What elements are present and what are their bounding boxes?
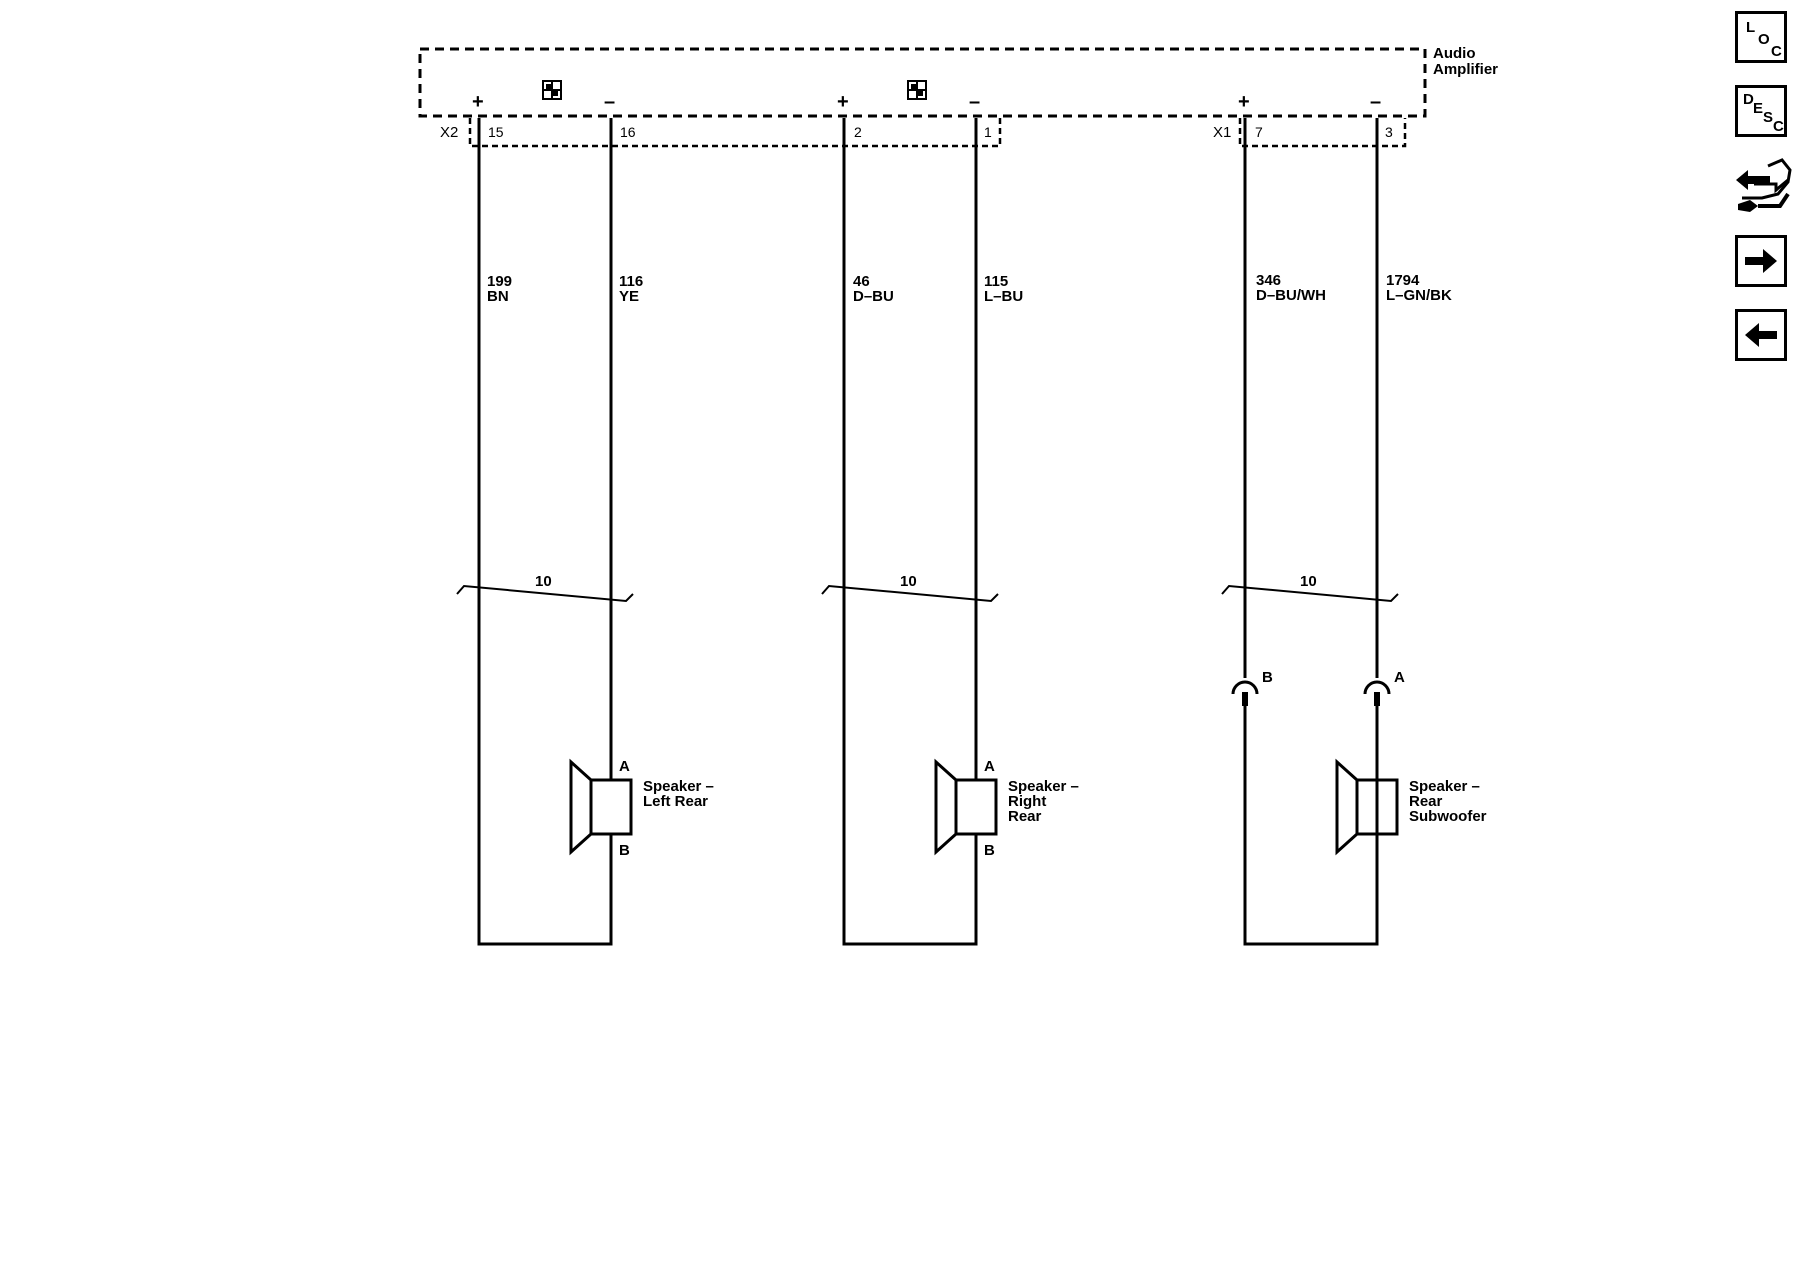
loc-letter: O bbox=[1758, 31, 1770, 48]
wiring-diagram: Audio Amplifier X2 X1 + – + – + – 15 16 … bbox=[418, 45, 1498, 946]
svg-text:Speaker –: Speaker – bbox=[1409, 778, 1480, 795]
speaker-left-rear: A B Speaker – Left Rear bbox=[569, 758, 714, 859]
polarity-plus: + bbox=[837, 91, 849, 113]
svg-text:Speaker –: Speaker – bbox=[643, 778, 714, 795]
circuit-number: 346 bbox=[1256, 272, 1281, 289]
svg-text:Rear: Rear bbox=[1409, 793, 1443, 810]
amplifier-output-icon bbox=[907, 80, 927, 100]
amplifier-name-line1: Audio bbox=[1433, 45, 1476, 62]
polarity-minus: – bbox=[604, 91, 615, 113]
loc-button[interactable]: L O C bbox=[1735, 11, 1787, 63]
back-button[interactable] bbox=[1735, 309, 1787, 361]
desc-letter: S bbox=[1763, 109, 1774, 126]
polarity-minus: – bbox=[969, 91, 980, 113]
svg-text:B: B bbox=[619, 842, 630, 859]
twisted-pair-mark: 10 bbox=[1221, 573, 1399, 603]
audio-amplifier-outline bbox=[418, 47, 1427, 118]
svg-text:10: 10 bbox=[1300, 573, 1317, 590]
circuit-number: 1794 bbox=[1386, 272, 1420, 289]
amplifier-output-icon bbox=[542, 80, 562, 100]
arrow-right-icon bbox=[1745, 249, 1777, 273]
inline-connector-b: B bbox=[1231, 669, 1273, 706]
twisted-pair-mark: 10 bbox=[821, 573, 999, 603]
wire-color: BN bbox=[487, 288, 509, 305]
svg-text:10: 10 bbox=[535, 573, 552, 590]
pin-number: 7 bbox=[1255, 124, 1263, 140]
circuit-number: 115 bbox=[984, 273, 1008, 290]
connector-exchange-button[interactable] bbox=[1732, 154, 1792, 216]
svg-text:Right: Right bbox=[1008, 793, 1046, 810]
connector-x1-label: X1 bbox=[1213, 124, 1231, 141]
circuit-number: 199 bbox=[487, 273, 512, 290]
connector-x1-outline bbox=[1238, 118, 1407, 148]
arrow-left-icon bbox=[1745, 323, 1777, 347]
svg-text:A: A bbox=[984, 758, 995, 775]
wire-color: D–BU/WH bbox=[1256, 287, 1326, 304]
svg-text:A: A bbox=[619, 758, 630, 775]
svg-text:A: A bbox=[1394, 669, 1405, 686]
wire-color: L–GN/BK bbox=[1386, 287, 1452, 304]
desc-button[interactable]: D E S C bbox=[1735, 85, 1787, 137]
inline-connector-a: A bbox=[1363, 669, 1405, 706]
wire-circuit-46 bbox=[842, 118, 978, 946]
wire-subwoofer-return bbox=[1243, 706, 1379, 946]
connector-exchange-icon bbox=[1736, 158, 1792, 212]
svg-text:10: 10 bbox=[900, 573, 917, 590]
pin-number: 1 bbox=[984, 124, 992, 140]
connector-x2-label: X2 bbox=[440, 124, 458, 141]
svg-text:B: B bbox=[1262, 669, 1273, 686]
wire-color: D–BU bbox=[853, 288, 894, 305]
speaker-right-rear: A B Speaker – Right Rear bbox=[934, 758, 1079, 859]
polarity-plus: + bbox=[472, 91, 484, 113]
svg-text:Left Rear: Left Rear bbox=[643, 793, 708, 810]
twisted-pair-mark: 10 bbox=[456, 573, 634, 603]
forward-button[interactable] bbox=[1735, 235, 1787, 287]
desc-letter: D bbox=[1743, 91, 1754, 108]
circuit-number: 116 bbox=[619, 273, 643, 290]
svg-text:B: B bbox=[984, 842, 995, 859]
pin-number: 2 bbox=[854, 124, 862, 140]
speaker-rear-subwoofer: Speaker – Rear Subwoofer bbox=[1335, 758, 1487, 856]
circuit-number: 46 bbox=[853, 273, 870, 290]
polarity-minus: – bbox=[1370, 91, 1381, 113]
desc-letter: C bbox=[1773, 118, 1784, 135]
wire-color: L–BU bbox=[984, 288, 1023, 305]
desc-letter: E bbox=[1753, 100, 1764, 117]
svg-text:Speaker –: Speaker – bbox=[1008, 778, 1079, 795]
pin-number: 15 bbox=[488, 124, 504, 140]
loc-letter: C bbox=[1771, 43, 1782, 60]
amplifier-name-line2: Amplifier bbox=[1433, 61, 1498, 78]
svg-text:Subwoofer: Subwoofer bbox=[1409, 808, 1487, 825]
polarity-plus: + bbox=[1238, 91, 1250, 113]
svg-text:Rear: Rear bbox=[1008, 808, 1042, 825]
connector-x2-outline bbox=[468, 118, 1002, 148]
pin-number: 16 bbox=[620, 124, 636, 140]
wire-circuit-199 bbox=[477, 118, 613, 946]
loc-letter: L bbox=[1746, 19, 1756, 36]
wire-color: YE bbox=[619, 288, 639, 305]
pin-number: 3 bbox=[1385, 124, 1393, 140]
